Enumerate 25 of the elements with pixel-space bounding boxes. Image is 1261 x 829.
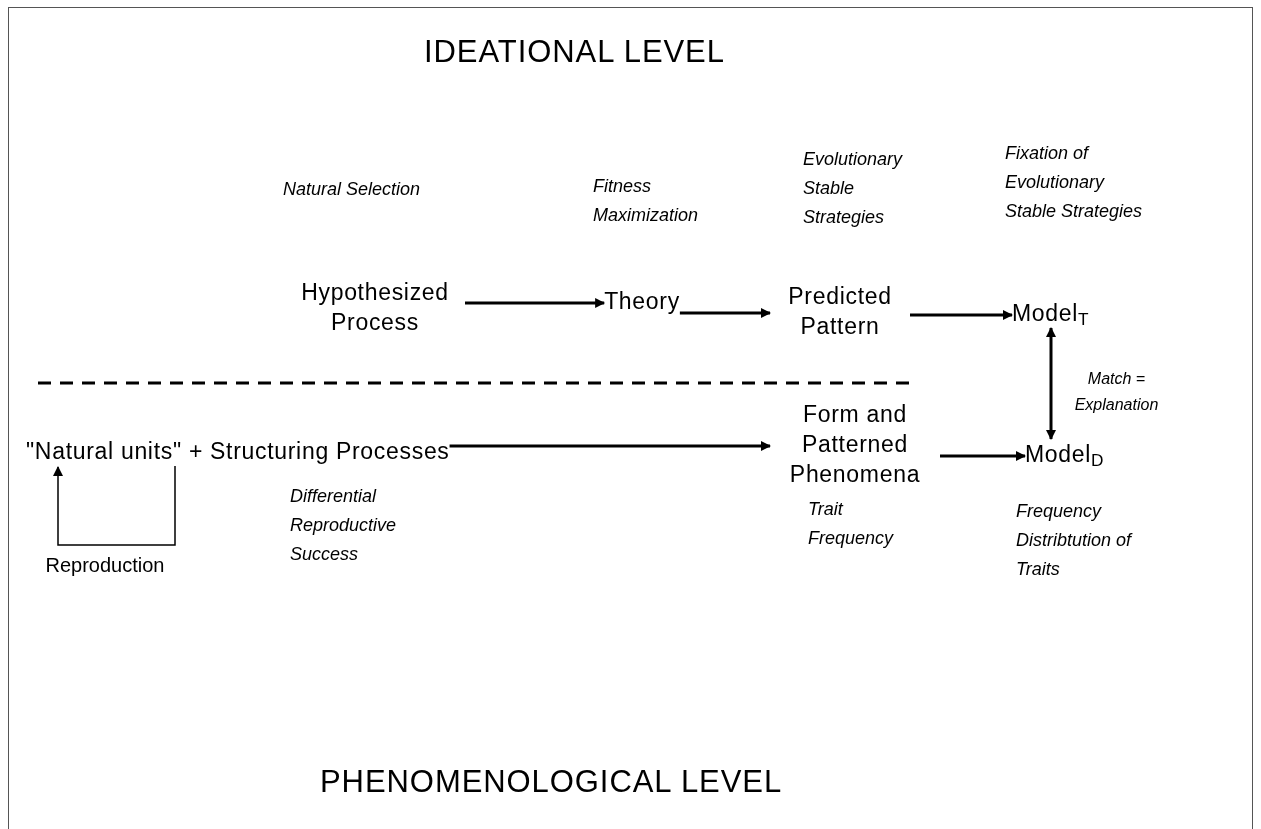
arrow <box>465 298 606 308</box>
arrow <box>449 441 771 451</box>
node-label: "Natural units" + Structuring Processes <box>26 437 450 466</box>
loop-arrow <box>53 465 176 546</box>
arrow <box>679 308 771 318</box>
node-label: Form and Patterned Phenomena <box>788 400 922 489</box>
arrow <box>1046 327 1056 440</box>
edge-label: Match = Explanation <box>1073 369 1160 415</box>
level-heading: IDEATIONAL LEVEL <box>424 33 725 71</box>
italic-annotation: Fitness Maximization <box>593 175 700 227</box>
node-label: Hypothesized Process <box>300 278 450 337</box>
node-label: Model$_{T}$ <box>1012 299 1090 328</box>
italic-annotation: Evolutionary Stable Strategies <box>803 148 904 229</box>
italic-annotation: Fixation of Evolutionary Stable Strategies <box>1005 142 1144 223</box>
arrow <box>910 310 1013 320</box>
arrow <box>940 451 1026 461</box>
italic-annotation: Differential Reproductive Success <box>290 485 398 566</box>
node-label: Theory <box>604 287 680 316</box>
italic-annotation: Trait Frequency <box>808 498 895 550</box>
node-label: Predicted Pattern <box>787 282 893 341</box>
edge-label: Reproduction <box>44 553 166 578</box>
italic-annotation: Natural Selection <box>283 178 422 201</box>
italic-annotation: Frequency Distribtution of Traits <box>1016 500 1134 581</box>
level-heading: PHENOMENOLOGICAL LEVEL <box>320 763 783 801</box>
node-label: Model$_{D}$ <box>1025 440 1105 469</box>
